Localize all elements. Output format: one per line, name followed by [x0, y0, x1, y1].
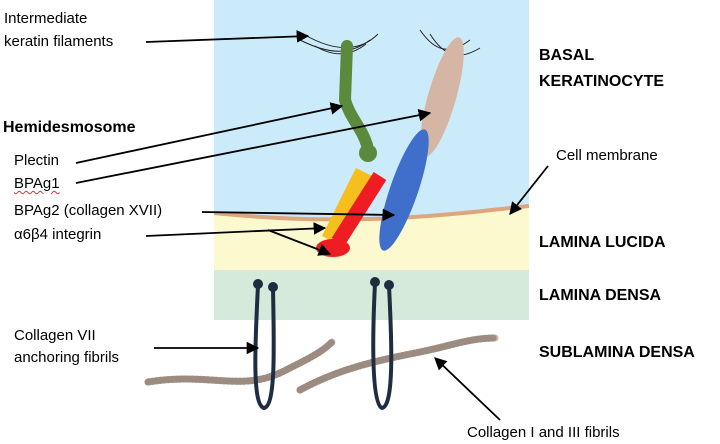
label-lamina-densa: LAMINA DENSA — [539, 287, 662, 304]
arrow-bpag2 — [201, 208, 396, 222]
anchoring-fibrils — [253, 282, 394, 411]
arrow-plectin — [75, 102, 344, 164]
label-lamina-lucida: LAMINA LUCIDA — [539, 234, 666, 251]
label-intermediate-2: keratin filaments — [4, 33, 114, 50]
integrin-alpha-subunit — [321, 167, 373, 245]
label-basal: BASAL — [539, 47, 595, 64]
arrow-integrin-beta — [267, 229, 332, 256]
collagen-fibrils — [144, 334, 499, 394]
label-cell-membrane: Cell membrane — [556, 147, 658, 164]
arrow-keratin — [145, 30, 310, 43]
lamina-densa-region — [214, 270, 529, 320]
label-plectin: Plectin — [14, 152, 60, 169]
label-hemidesmosome: Hemidesmosome — [3, 119, 136, 136]
label-collagen7-1: Collagen VII — [14, 327, 96, 344]
annotation-arrows — [75, 30, 549, 421]
label-bpag2: BPAg2 (collagen XVII) — [14, 202, 163, 219]
label-collagen-fibrils: Collagen I and III fibrils — [467, 424, 620, 441]
plectin-head — [359, 144, 377, 162]
arrow-cell-membrane — [509, 165, 549, 215]
label-sublamina-densa: SUBLAMINA DENSA — [539, 344, 695, 361]
label-integrin: α6β4 integrin — [14, 226, 102, 243]
integrin-beta-subunit — [331, 171, 387, 247]
integrin-beta-foot — [316, 239, 350, 257]
arrow-collagen-fibrils — [434, 357, 501, 421]
lamina-lucida-region — [214, 206, 529, 270]
anchoring-fibril-heads — [253, 277, 394, 292]
arrow-bpag1 — [75, 109, 432, 184]
label-bpag1: BPAg1 — [14, 175, 60, 192]
label-collagen7-2: anchoring fibrils — [14, 349, 120, 366]
arrow-integrin-alpha — [145, 222, 327, 237]
bpag1-shape — [420, 37, 464, 157]
label-intermediate-1: Intermediate — [4, 10, 88, 27]
label-keratinocyte: KERATINOCYTE — [539, 73, 665, 90]
